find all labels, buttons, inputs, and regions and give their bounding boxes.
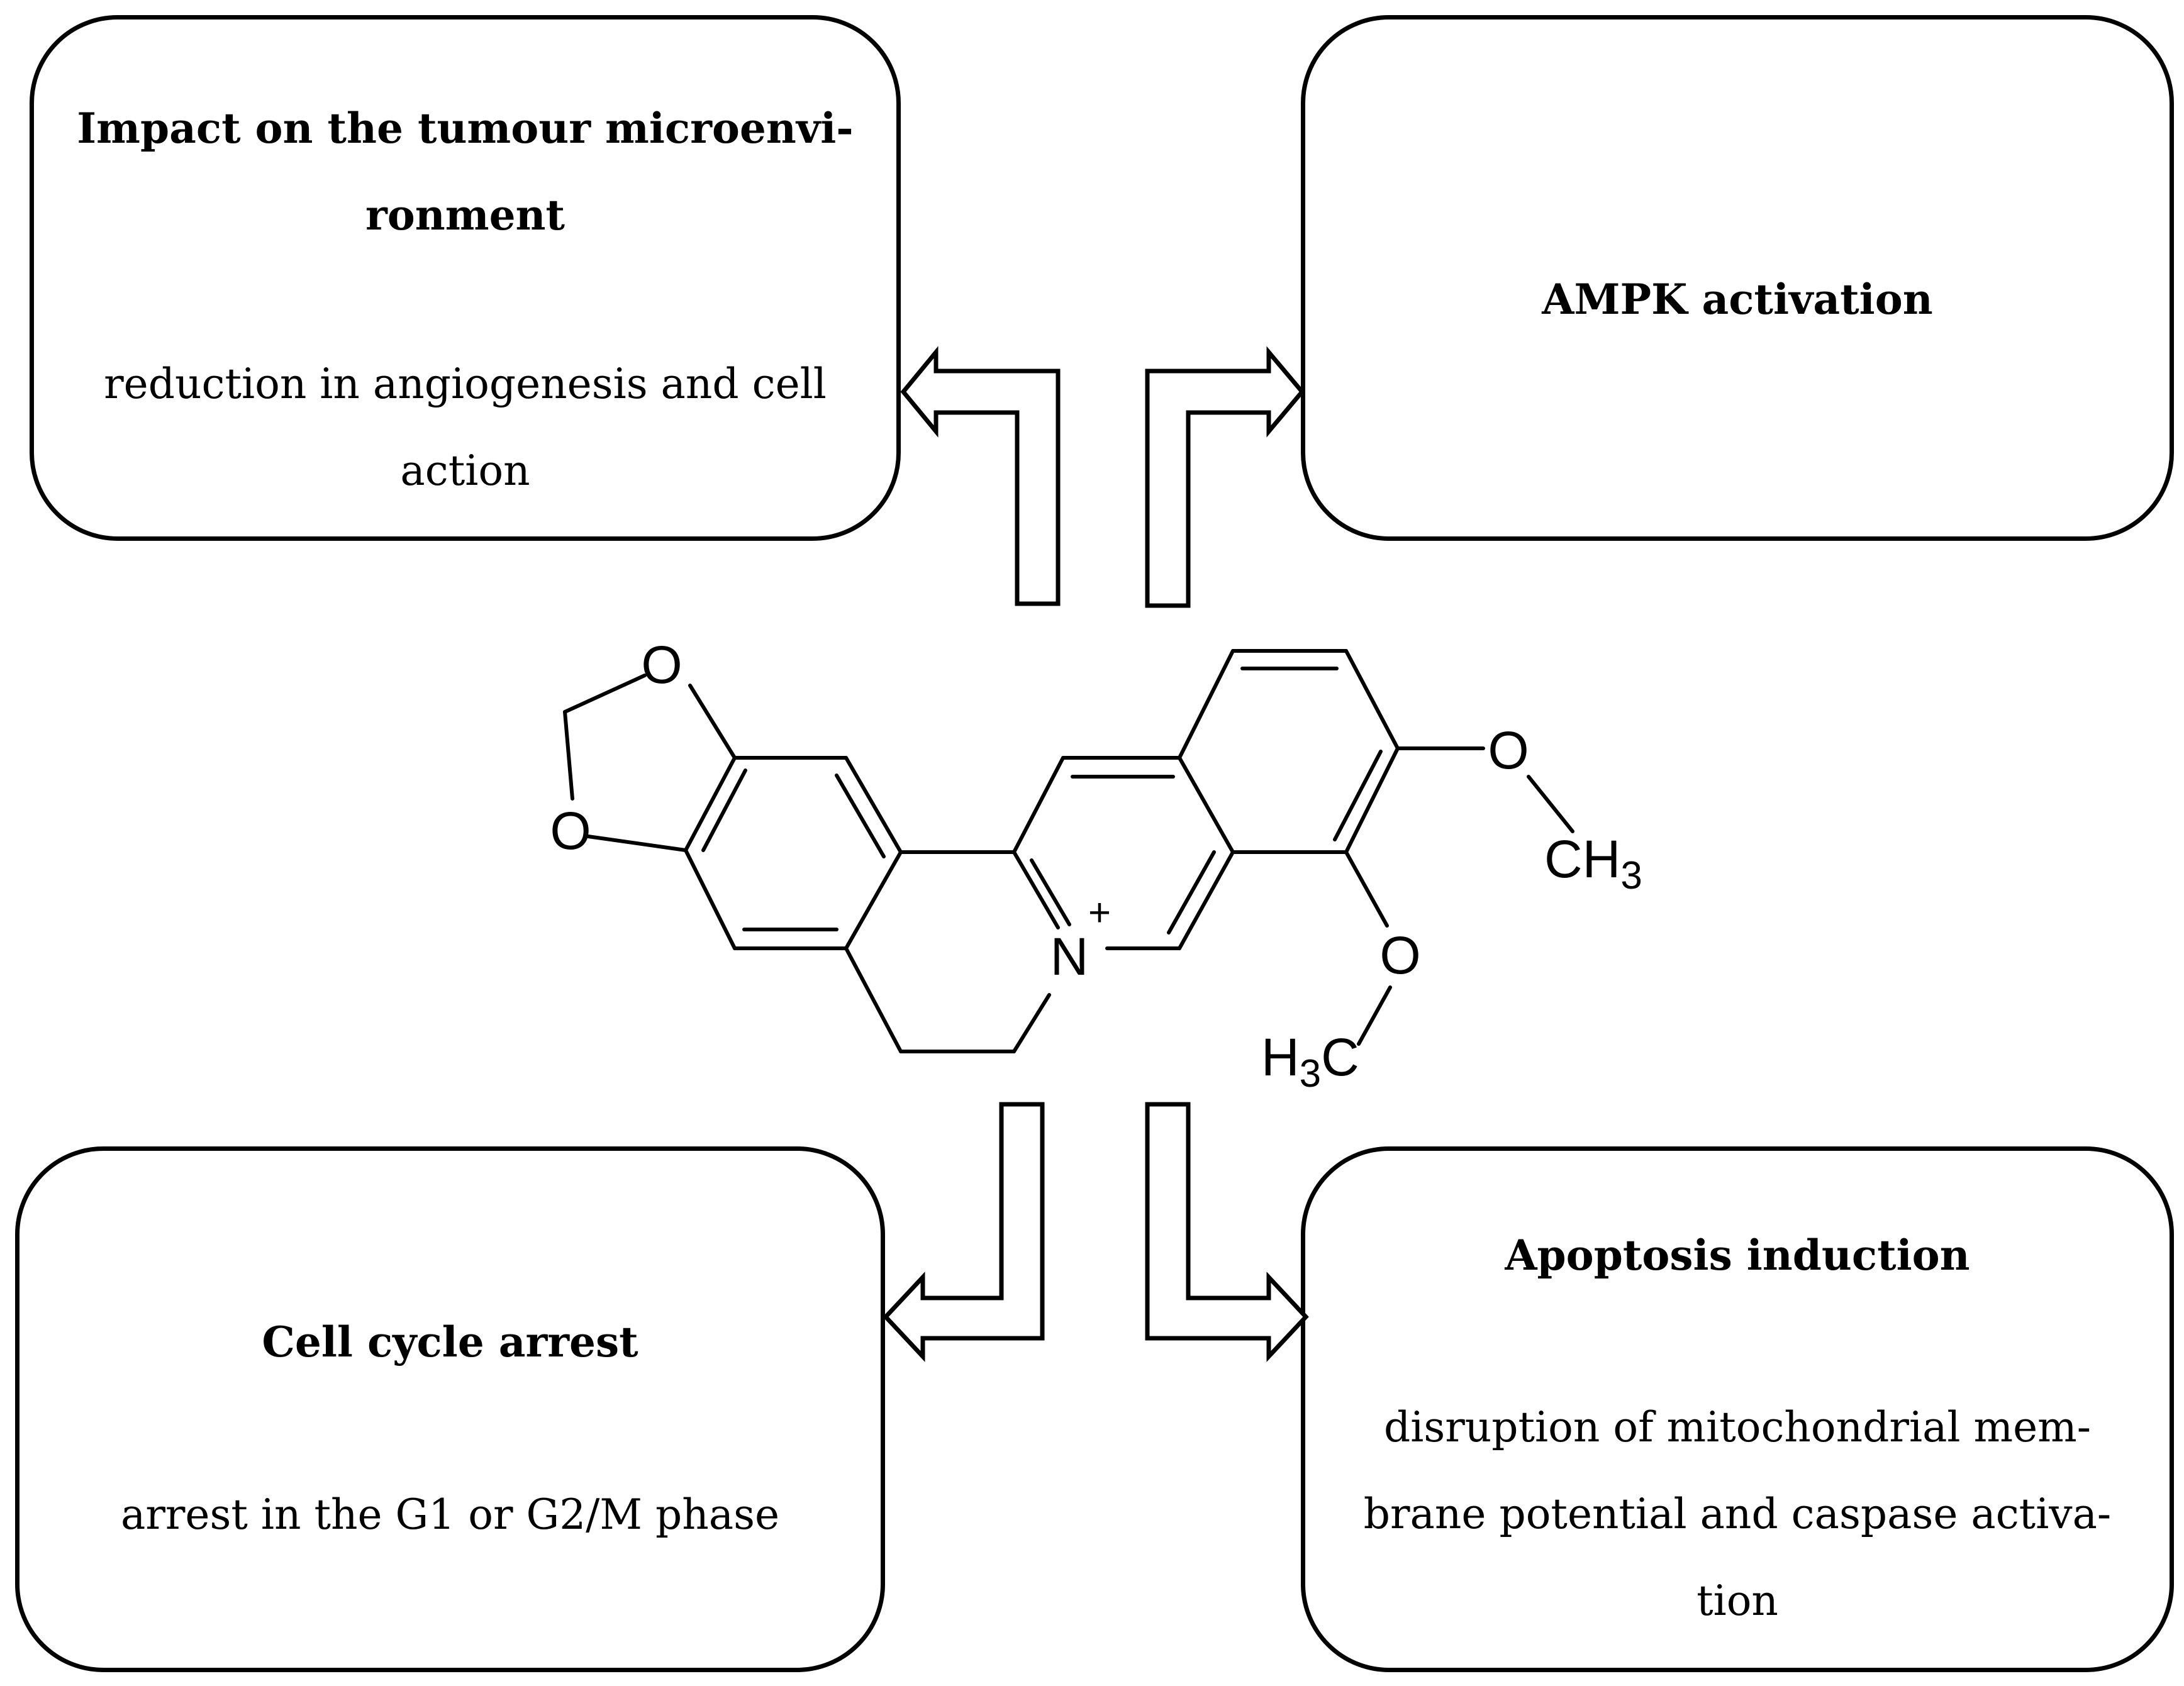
body-line-3: tion [1696,1577,1778,1625]
arrow-to-cell-cycle-box-main [883,1102,1045,1362]
box-ampk-activation: AMPK activation [1301,15,2174,541]
atom-positive-charge: + [1088,891,1111,935]
atom-oxygen-methoxy-lower: O [1379,926,1420,985]
box-body: disruption of mitochondrial mem- brane p… [1305,1384,2170,1644]
title-line-1: Impact on the tumour microenvi- [77,104,854,153]
box-cell-cycle-arrest: Cell cycle arrest arrest in the G1 or G2… [15,1146,885,1672]
title-line-1: Apoptosis induction [1505,1231,1970,1280]
arrow-to-ampk-box [1145,346,1305,608]
box-title: Cell cycle arrest [20,1299,881,1385]
title-line-1: AMPK activation [1542,275,1933,324]
atom-oxygen-left: O [550,801,591,860]
title-line-1: Cell cycle arrest [262,1317,638,1367]
box-title: AMPK activation [1305,256,2170,343]
atom-ch3-upper: CH3 [1544,829,1642,897]
atom-ch3-c: CH [1544,829,1620,889]
arrow-to-tumour-box [900,346,1061,606]
title-line-2: ronment [365,191,566,240]
atom-h3c-lower: H3C [1261,1028,1359,1095]
body-line-2: action [400,446,530,495]
box-title: Apoptosis induction [1305,1212,2170,1299]
body-line-2: brane potential and caspase activa- [1363,1490,2112,1538]
atom-nitrogen: N [1050,927,1089,986]
atom-h3c-c: C [1321,1028,1359,1087]
atom-h3c-h: H [1261,1028,1300,1087]
body-line-1: reduction in angiogenesis and cell [104,360,827,408]
box-apoptosis-induction: Apoptosis induction disruption of mitoch… [1301,1146,2174,1672]
body-line-1: disruption of mitochondrial mem- [1383,1403,2092,1451]
atom-labels: O O N + O CH3 O H3C [550,635,1642,1095]
arrow-to-apoptosis-box [1145,1102,1309,1362]
atom-ch3-subscript: 3 [1620,854,1642,897]
box-body: arrest in the G1 or G2/M phase [20,1472,881,1558]
atom-h3c-subscript: 3 [1300,1052,1321,1095]
berberine-structure [563,649,1574,1053]
body-line-1: arrest in the G1 or G2/M phase [120,1490,780,1539]
box-tumour-microenvironment: Impact on the tumour microenvi- ronment … [30,15,901,541]
atom-oxygen-methoxy-upper: O [1488,721,1529,780]
atom-oxygen-top: O [641,635,682,694]
box-body: reduction in angiogenesis and cell actio… [34,341,896,514]
box-title: Impact on the tumour microenvi- ronment [34,85,896,258]
